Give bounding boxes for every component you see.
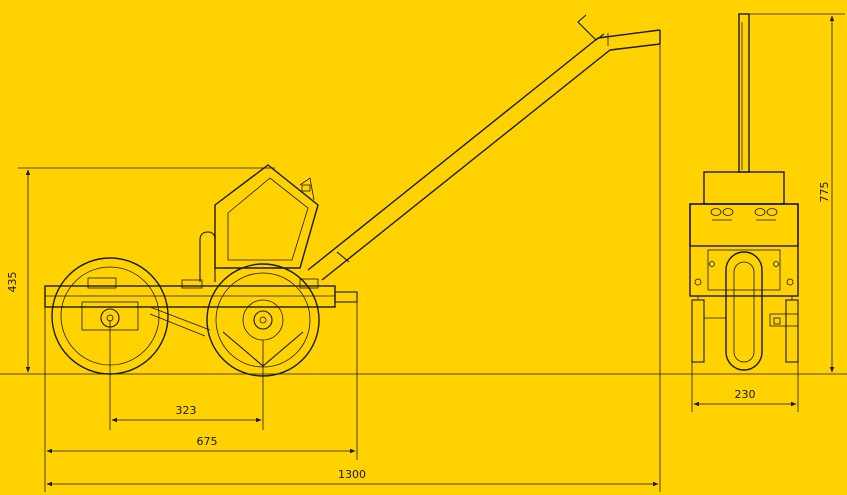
dimension-height-front: 775: [749, 13, 845, 373]
side-view: [44, 14, 661, 377]
dimension-axle-length: 675: [44, 302, 358, 460]
dimension-label-height-side: 435: [6, 272, 19, 293]
handle-bar: [307, 14, 661, 281]
dimension-label-axle-length: 675: [197, 435, 218, 448]
dimension-label-height-front: 775: [818, 182, 831, 203]
dimension-total-length: 1300: [44, 44, 661, 492]
dimension-label-total-length: 1300: [338, 468, 366, 481]
dimension-wheel-spacing: 323: [109, 320, 264, 430]
housing: [199, 164, 319, 282]
dimension-width-front: 230: [691, 362, 799, 412]
dimension-label-width-front: 230: [735, 388, 756, 401]
chassis-frame: [44, 277, 358, 337]
dimension-height-side: 435: [6, 167, 275, 373]
dimension-label-wheel-spacing: 323: [176, 404, 197, 417]
front-view: [689, 13, 799, 371]
